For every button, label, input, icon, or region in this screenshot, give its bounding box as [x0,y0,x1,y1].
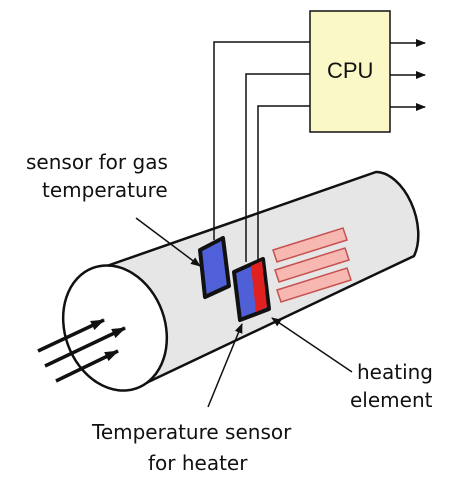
heater-sensor-leader-arrow [207,323,243,408]
heating-strip [272,227,348,263]
gas-sensor-label-line-2: temperature [42,178,168,202]
heating-element-label-line-1: heating [357,360,434,384]
gas-sensor-label-line-1: sensor for gas [26,150,168,174]
heater-sensor-label-line-1: Temperature sensor [92,420,292,444]
heating-element [272,227,352,303]
flow-arrow [44,326,126,368]
heater-sensor [232,257,271,322]
heating-strip [276,267,352,303]
gas-flow-arrows [37,318,126,383]
gas-sensor [198,236,231,299]
heating-strip [274,247,350,283]
flow-arrow [55,349,119,383]
gas-sensor-leader-arrow [135,217,201,267]
wire-gas-sensor [213,41,310,240]
wire-heater-sensor [245,73,310,262]
heater-sensor-label-line-2: for heater [148,451,248,475]
cpu-box [309,10,391,133]
wire-heater-sensor-red [257,105,310,262]
cpu-label: CPU [327,58,374,83]
heater-sensor-red-element [251,261,267,312]
flow-arrow [37,318,105,353]
sensor-wires [213,41,310,262]
heating-element-leader-arrow [271,317,353,373]
cpu-output-arrows [390,39,426,111]
heating-element-label-line-2: element [350,388,433,412]
